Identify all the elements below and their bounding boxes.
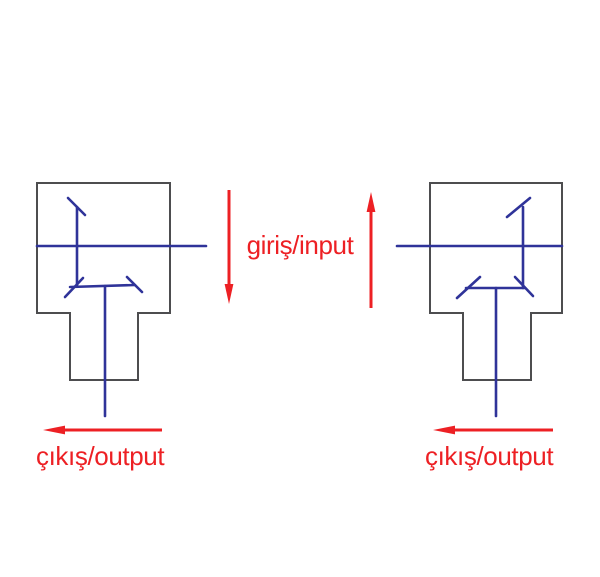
left-output-label: çıkış/output [36,441,165,471]
right-top-bevel-gear-tick [505,196,532,219]
left-top-bevel-gear-tick [66,196,87,217]
left-output-arrowhead-icon [43,425,65,435]
right-gearbox-housing [429,182,563,381]
left-bottom-left-bevel-tick [63,276,85,299]
left-bottom-gear-line [68,283,137,289]
input-arrow-down [224,190,234,304]
right-bottom-left-bevel-tick [455,275,482,300]
input-direction-arrows [224,190,376,308]
left-output-direction-arrow [43,425,162,435]
left-gear-unit [35,182,208,435]
input-up-arrowhead-icon [366,192,376,212]
left-bottom-right-bevel-tick [125,275,144,294]
left-gearbox-housing [36,182,171,381]
right-gear-train [395,196,564,418]
input-arrow-up [366,192,376,308]
right-output-arrowhead-icon [433,425,455,435]
right-output-label: çıkış/output [425,441,554,471]
right-gear-unit [395,182,564,435]
input-down-arrowhead-icon [224,284,234,304]
right-output-direction-arrow [433,425,553,435]
right-bottom-right-bevel-tick [513,275,535,298]
input-label: giriş/input [246,230,354,260]
left-gear-train [35,196,208,418]
